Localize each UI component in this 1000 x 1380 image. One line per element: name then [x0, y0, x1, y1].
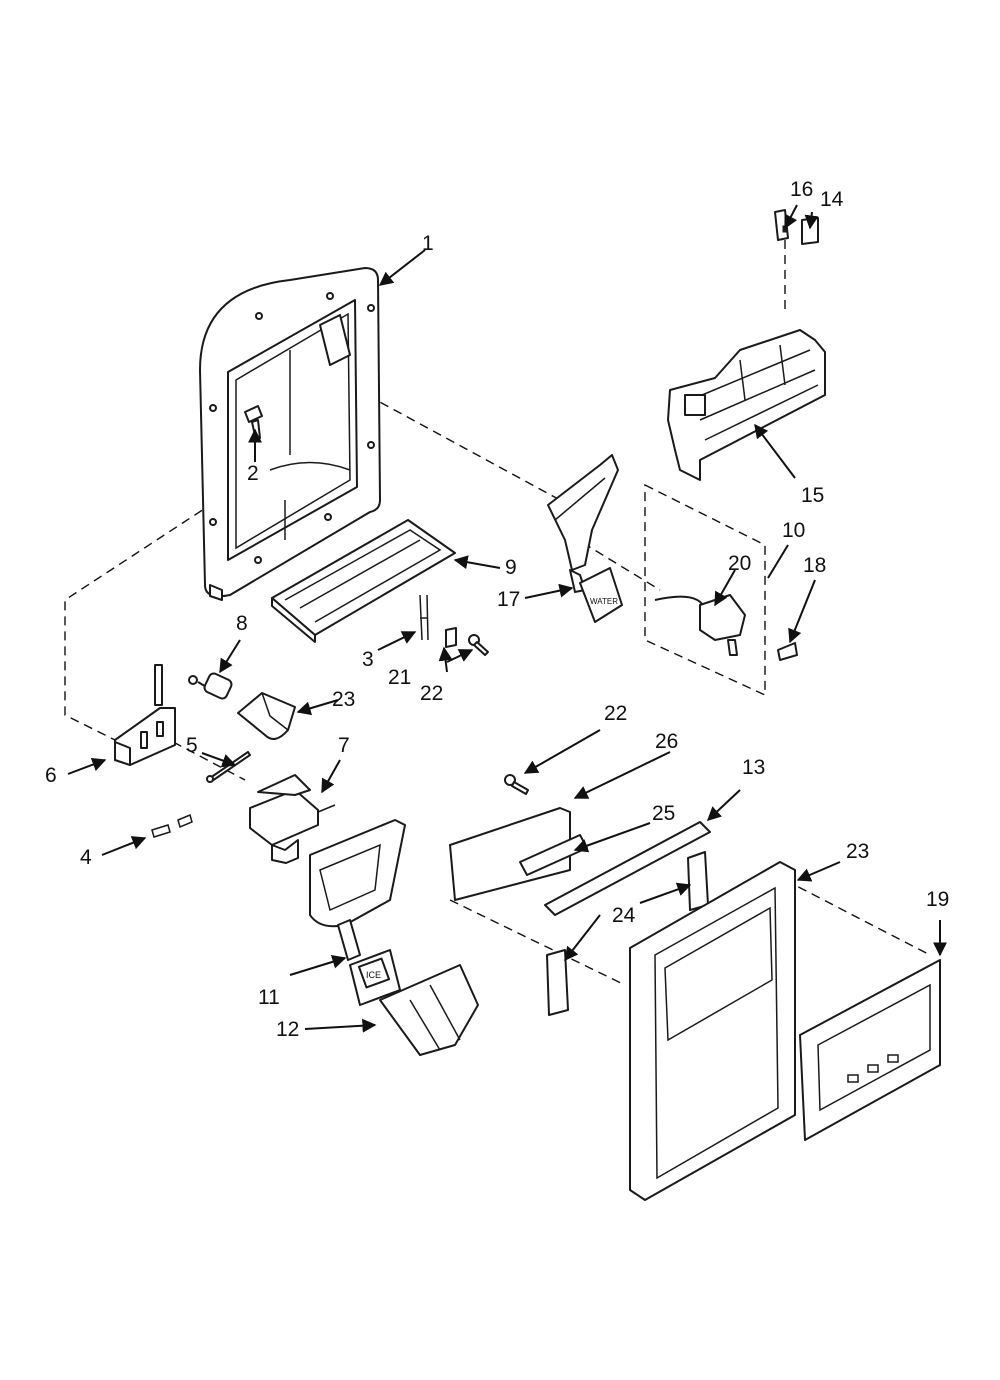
small-screws	[151, 813, 193, 838]
callout-12: 12	[276, 1018, 299, 1041]
ice-dispenser-lever: ICE	[309, 819, 406, 1006]
callout-10: 10	[782, 519, 805, 542]
callout-7: 7	[338, 734, 350, 757]
dispenser-face-plate	[799, 959, 941, 1141]
foam-block-right	[687, 851, 709, 911]
callout-22-upper: 22	[420, 682, 443, 705]
callout-17: 17	[497, 588, 520, 611]
trim-strip	[544, 821, 711, 916]
callout-5: 5	[186, 734, 198, 757]
valve-screw	[777, 642, 798, 661]
water-pad-label: WATER	[590, 597, 618, 606]
callout-8: 8	[236, 612, 248, 635]
callout-19: 19	[926, 888, 949, 911]
callout-25: 25	[652, 802, 675, 825]
callout-20: 20	[728, 552, 751, 575]
spring-clip	[419, 594, 429, 641]
callout-23-upper: 23	[332, 688, 355, 711]
leader-lines	[67, 204, 947, 1033]
water-dispenser-lever: WATER	[547, 454, 623, 623]
callout-22-lower: 22	[604, 702, 627, 725]
dispenser-housing-frame	[199, 267, 381, 601]
callout-18: 18	[803, 554, 826, 577]
mounting-screw-upper	[468, 634, 489, 656]
callout-14: 14	[820, 188, 844, 211]
callout-3: 3	[362, 648, 374, 671]
ice-door-solenoid	[188, 672, 233, 700]
callout-15: 15	[801, 484, 824, 507]
callout-labels: 1 2 3 4 5 6 7 8 9 10 11 12 13 14 15 16 1…	[45, 178, 949, 1041]
retainer-plate	[445, 627, 457, 648]
callout-21: 21	[388, 666, 411, 689]
callout-11: 11	[258, 986, 280, 1009]
callout-1: 1	[422, 232, 434, 255]
drip-tray	[271, 519, 456, 643]
solenoid-cover	[237, 692, 296, 740]
water-valve-bracket	[654, 594, 746, 656]
callout-16: 16	[790, 178, 813, 201]
callout-23-lower: 23	[846, 840, 869, 863]
mounting-screw-lower	[504, 774, 529, 795]
ice-pad-label: ICE	[366, 970, 381, 980]
dispenser-front-frame	[629, 861, 796, 1201]
switch-bracket	[249, 774, 336, 864]
ice-maker-housing	[667, 329, 826, 481]
foam-block-left	[546, 949, 569, 1016]
callout-4: 4	[80, 846, 92, 869]
ice-chute	[379, 964, 479, 1056]
callout-6: 6	[45, 764, 57, 787]
callout-2: 2	[247, 462, 259, 485]
callout-9: 9	[505, 556, 517, 579]
callout-13: 13	[742, 756, 765, 779]
callout-24: 24	[612, 904, 636, 927]
callout-26: 26	[655, 730, 678, 753]
auger-motor-box	[114, 664, 176, 766]
